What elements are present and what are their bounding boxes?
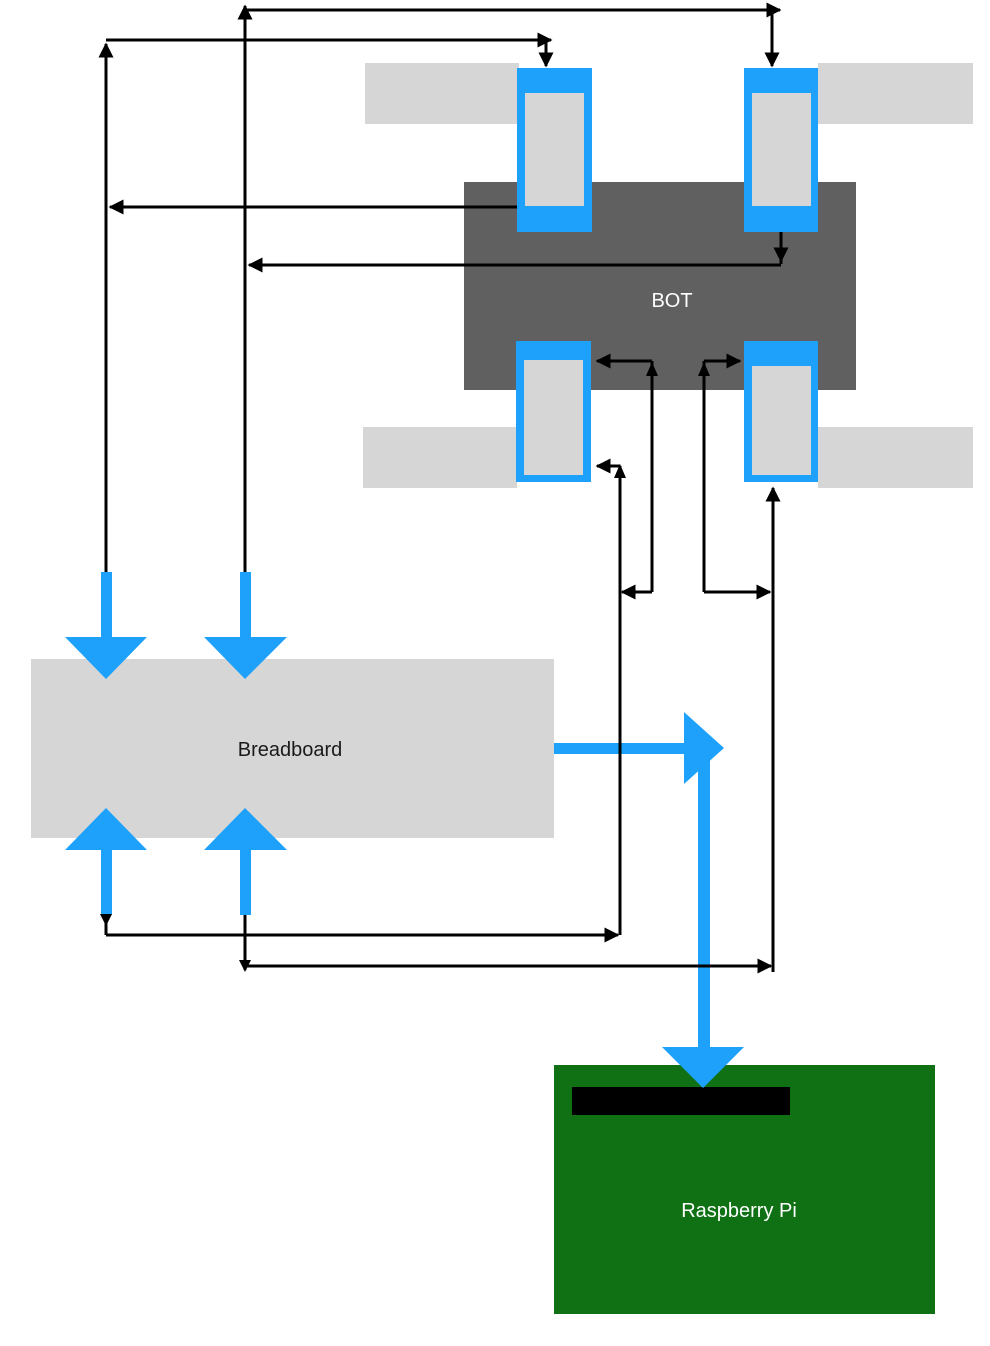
motor-bottom-right (744, 341, 818, 482)
wires (98, 2, 789, 974)
blue-arrows (65, 572, 744, 1088)
wheel-top-right (818, 63, 973, 124)
motor-bottom-left (516, 341, 591, 482)
bot-label: BOT (651, 290, 692, 312)
wheel-bottom-right (818, 427, 973, 488)
motor-top-right (744, 68, 818, 232)
breadboard-label: Breadboard (238, 739, 343, 761)
breadboard (31, 659, 554, 838)
raspberry-pi-label: Raspberry Pi (681, 1200, 797, 1222)
gpio-header (572, 1087, 790, 1115)
wheel-top-left (365, 63, 519, 124)
motor-top-left (517, 68, 592, 232)
wheel-bottom-left (363, 427, 517, 488)
endpoint-arrowheads (100, 362, 710, 972)
